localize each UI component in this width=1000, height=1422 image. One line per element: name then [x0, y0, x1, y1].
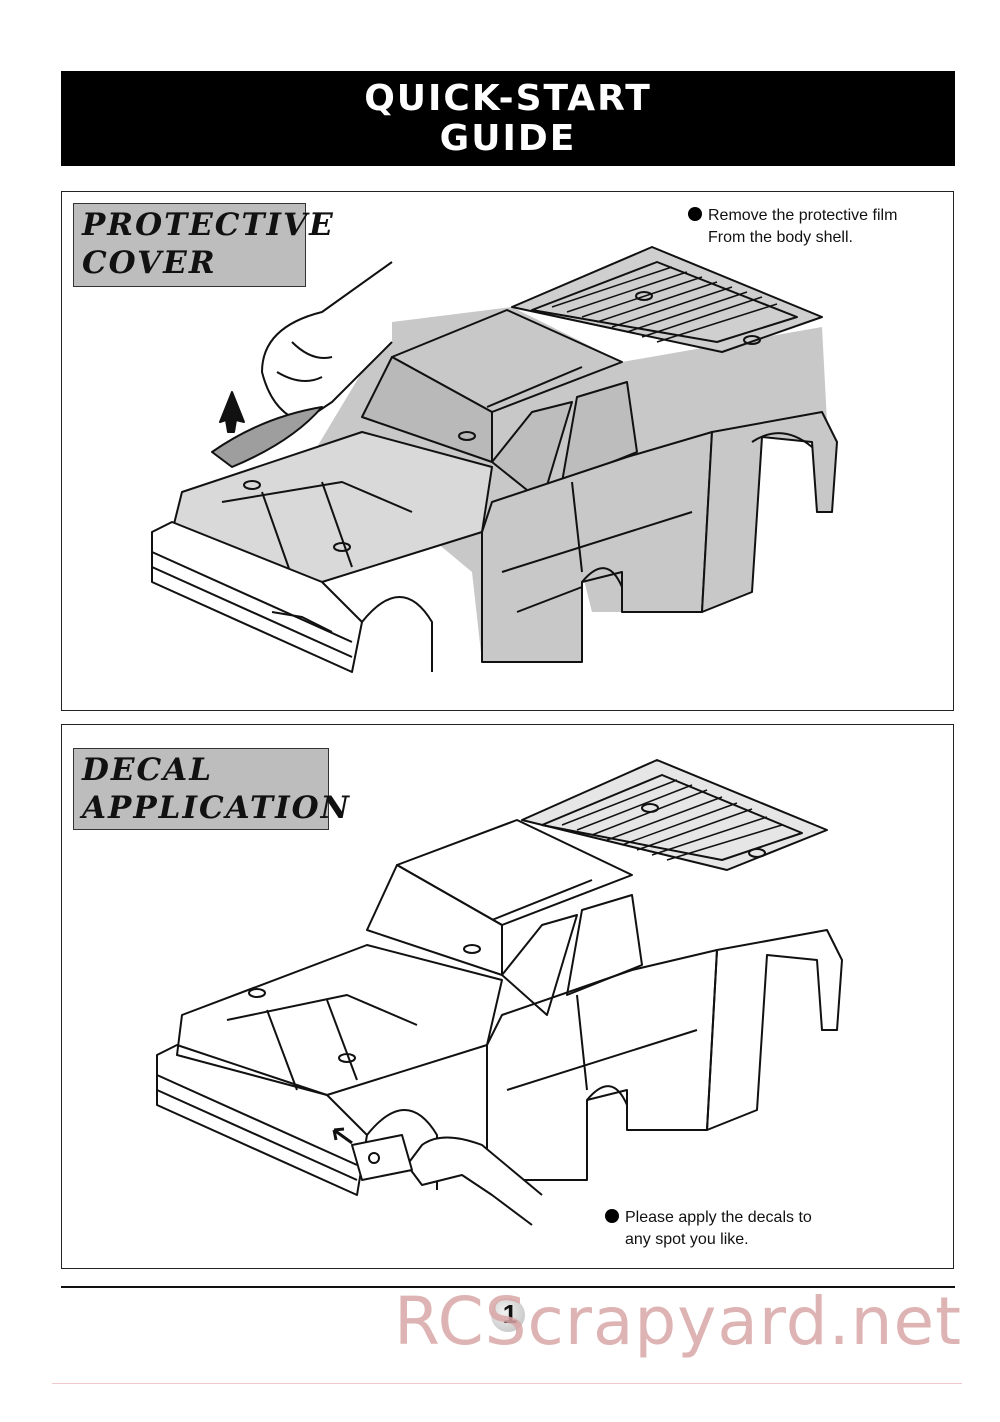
bullet-icon: [605, 1209, 619, 1223]
protective-cover-panel: PROTECTIVE COVER Remove the protective f…: [61, 191, 954, 711]
page-title-banner: QUICK-START GUIDE: [61, 71, 955, 166]
watermark-text: RCScrapyard.net: [394, 1283, 962, 1360]
page-number-disc: [491, 1298, 525, 1332]
truck-body-decal-illustration: [156, 759, 843, 1226]
section-label-protective-cover: PROTECTIVE COVER: [73, 203, 335, 287]
instruction-line-2: From the body shell.: [708, 229, 853, 246]
instruction-line-2: any spot you like.: [625, 1231, 749, 1248]
section-label-decal-application: DECAL APPLICATION: [73, 748, 351, 830]
bottom-divider: [52, 1383, 962, 1384]
section-label-line-2: COVER: [82, 245, 217, 281]
instruction-line-1: Please apply the decals to: [625, 1209, 812, 1226]
instruction-remove-film: Remove the protective film From the body…: [688, 205, 897, 249]
bullet-icon: [688, 207, 702, 221]
section-label-line-2: APPLICATION: [82, 790, 351, 826]
page-title-line-2: GUIDE: [439, 117, 577, 159]
decal-application-panel: DECAL APPLICATION Please apply the decal…: [61, 724, 954, 1269]
instruction-apply-decals: Please apply the decals to any spot you …: [605, 1207, 812, 1251]
instruction-line-1: Remove the protective film: [708, 207, 898, 224]
footer-divider: [61, 1286, 955, 1288]
page-title-line-1: QUICK-START: [364, 77, 652, 119]
truck-body-with-film-illustration: [151, 246, 838, 673]
section-label-line-1: PROTECTIVE: [82, 207, 335, 243]
page-number: 1: [502, 1299, 518, 1329]
section-label-line-1: DECAL: [82, 752, 214, 788]
